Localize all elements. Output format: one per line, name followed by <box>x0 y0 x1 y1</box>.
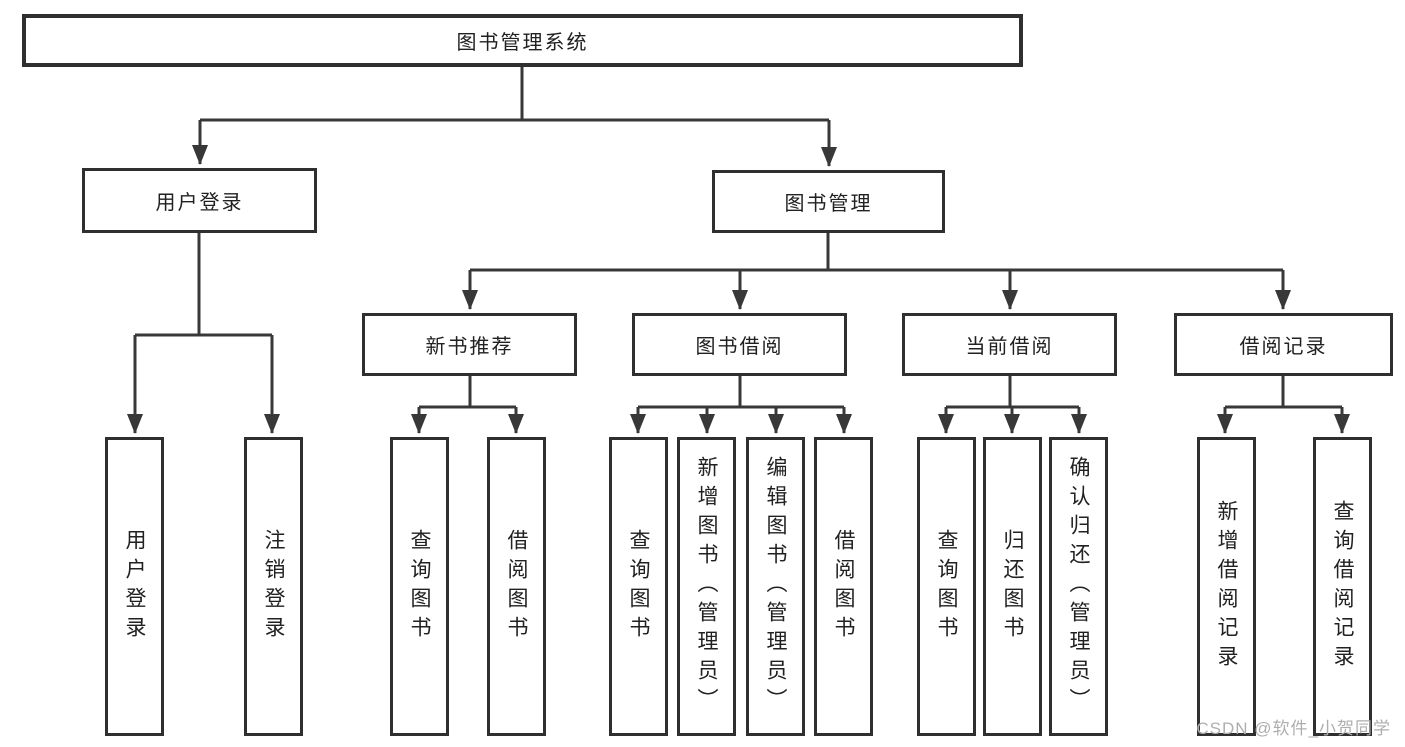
csdn-watermark: CSDN @软件_小贺同学 <box>1196 719 1391 738</box>
connector-mgmt-trunk <box>470 233 1283 272</box>
connector-sec2-trunk <box>946 376 1079 409</box>
connector-login-trunk <box>135 233 272 337</box>
node-new-book-recommendation: 新书推荐 <box>362 313 577 376</box>
leaf-logout: 注销登录 <box>244 437 303 736</box>
leaf-add-books-admin: 新增图书（管理员） <box>677 437 736 736</box>
node-book-management: 图书管理 <box>712 170 945 233</box>
leaf-confirm-return-admin: 确认归还（管理员） <box>1049 437 1108 736</box>
node-book-borrowing: 图书借阅 <box>632 313 847 376</box>
node-user-login: 用户登录 <box>82 168 317 233</box>
root-node-library-system: 图书管理系统 <box>22 14 1023 67</box>
node-borrowing-records: 借阅记录 <box>1174 313 1393 376</box>
leaf-edit-books-admin: 编辑图书（管理员） <box>746 437 805 736</box>
connector-sec1-trunk <box>638 376 844 409</box>
leaf-query-borrow-record: 查询借阅记录 <box>1313 437 1372 736</box>
leaf-query-books-borrowing: 查询图书 <box>609 437 668 736</box>
leaf-user-login: 用户登录 <box>105 437 164 736</box>
leaf-query-books-recommend: 查询图书 <box>390 437 449 736</box>
leaf-return-books: 归还图书 <box>983 437 1042 736</box>
leaf-add-borrow-record: 新增借阅记录 <box>1197 437 1256 736</box>
connector-root-trunk <box>200 67 829 122</box>
leaf-borrow-books-recommend: 借阅图书 <box>487 437 546 736</box>
leaf-query-books-current: 查询图书 <box>917 437 976 736</box>
connector-sec0-trunk <box>419 376 516 409</box>
node-current-borrowing: 当前借阅 <box>902 313 1117 376</box>
leaf-borrow-books: 借阅图书 <box>814 437 873 736</box>
connector-sec3-trunk <box>1225 376 1342 409</box>
